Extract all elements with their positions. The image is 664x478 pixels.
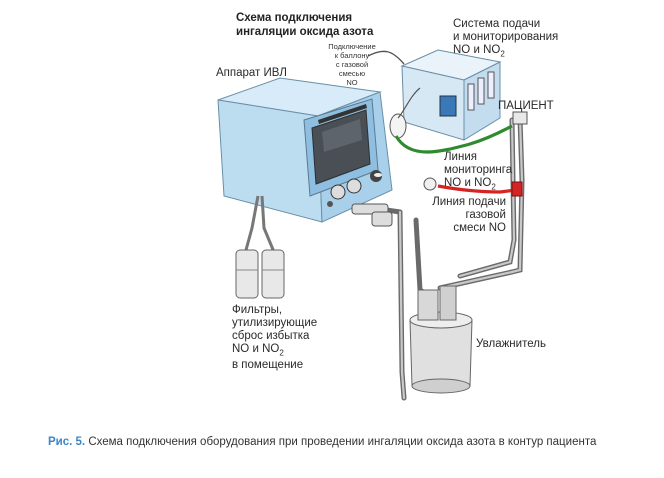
figure-caption: Рис. 5. Схема подключения оборудования п… <box>48 436 596 448</box>
ventilator-device <box>217 77 393 223</box>
humidifier-label: Увлажнитель <box>476 338 546 350</box>
monitoring-line <box>394 124 513 154</box>
diagram-title: Схема подключения ингаляции оксида азота <box>236 11 373 39</box>
cylinder-connection-line <box>367 50 405 65</box>
humidifier <box>409 285 473 394</box>
no-delivery-system <box>389 49 502 141</box>
patient-label: ПАЦИЕНТ <box>498 100 554 112</box>
monitoring-line-label: Линия мониторинга NO и NO2 <box>444 151 513 192</box>
figure-number: Рис. 5. <box>48 436 86 448</box>
filters <box>235 195 285 299</box>
supply-line-label: Линия подачи газовой смеси NO <box>432 196 506 234</box>
title-line-1: Схема подключения <box>236 12 353 24</box>
system-label: Система подачи и мониторирования NO и NO… <box>453 18 559 59</box>
cylinder-connection-label: Подключение к баллону с газовой смесью N… <box>328 42 376 87</box>
caption-text: Схема подключения оборудования при прове… <box>85 436 597 448</box>
filters-label: Фильтры, утилизирующие сброс избытка NO … <box>232 304 318 372</box>
supply-line <box>437 184 517 194</box>
title-line-2: ингаляции оксида азота <box>236 26 374 38</box>
ventilator-label: Аппарат ИВЛ <box>216 67 287 79</box>
